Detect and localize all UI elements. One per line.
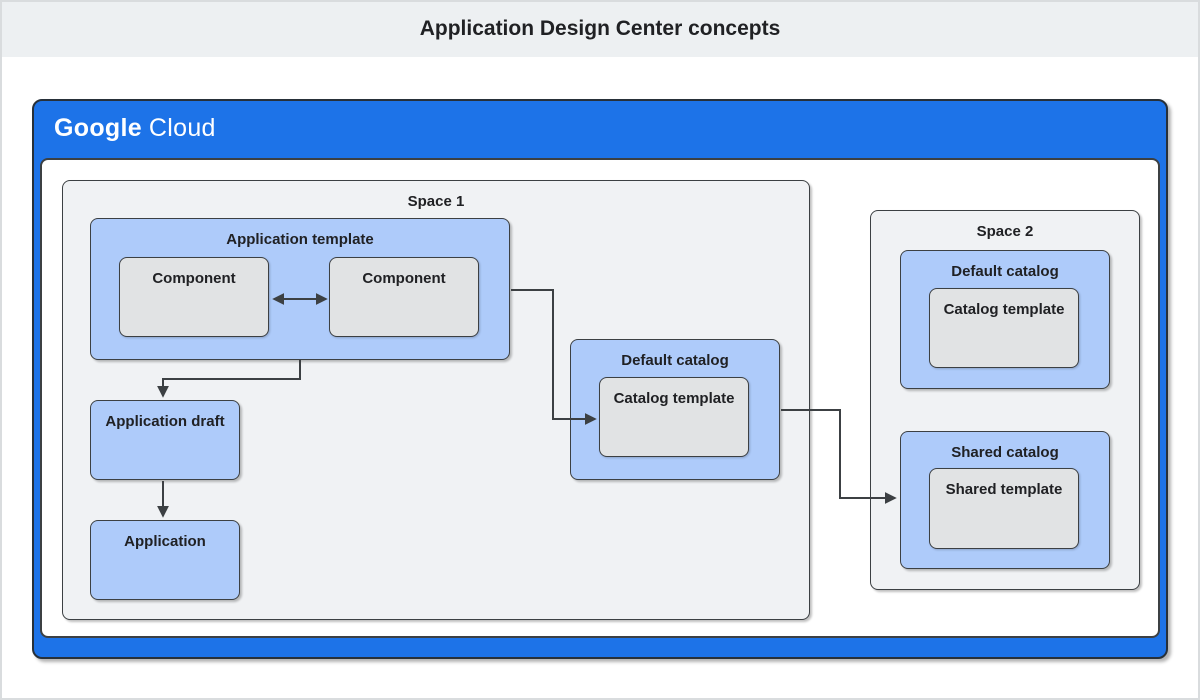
- diagram-canvas: Space 1 Space 2 Application template Com…: [40, 158, 1160, 638]
- space2-default-catalog-group: Default catalog Catalog template: [900, 250, 1110, 389]
- application-label: Application: [124, 533, 206, 550]
- page-title: Application Design Center concepts: [419, 17, 781, 40]
- cloud-logo-text: Cloud: [148, 114, 216, 142]
- google-logo-text: Google: [54, 114, 142, 142]
- space2-default-catalog-label: Default catalog: [951, 263, 1059, 280]
- component-box-left: Component: [119, 257, 269, 337]
- space1-catalog-template-box: Catalog template: [599, 377, 749, 457]
- space1-label: Space 1: [407, 193, 465, 210]
- space1-default-catalog-label: Default catalog: [621, 352, 729, 369]
- application-template-label: Application template: [226, 231, 374, 248]
- space2-shared-template-label: Shared template: [945, 481, 1063, 498]
- application-draft-box: Application draft: [90, 400, 240, 480]
- application-box: Application: [90, 520, 240, 600]
- space1-default-catalog-group: Default catalog Catalog template: [570, 339, 780, 480]
- banner: Application Design Center concepts: [0, 0, 1200, 57]
- space1-catalog-template-label: Catalog template: [613, 390, 735, 407]
- space2-shared-template-box: Shared template: [929, 468, 1079, 549]
- space2-label: Space 2: [976, 223, 1034, 240]
- application-draft-label: Application draft: [105, 413, 225, 430]
- space2-shared-catalog-label: Shared catalog: [951, 444, 1059, 461]
- space2-catalog-template-label: Catalog template: [943, 301, 1065, 318]
- component-box-right: Component: [329, 257, 479, 337]
- space2-catalog-template-box: Catalog template: [929, 288, 1079, 368]
- component-right-label: Component: [362, 270, 446, 287]
- application-template-group: Application template Component Component: [90, 218, 510, 360]
- space2-shared-catalog-group: Shared catalog Shared template: [900, 431, 1110, 569]
- component-left-label: Component: [152, 270, 236, 287]
